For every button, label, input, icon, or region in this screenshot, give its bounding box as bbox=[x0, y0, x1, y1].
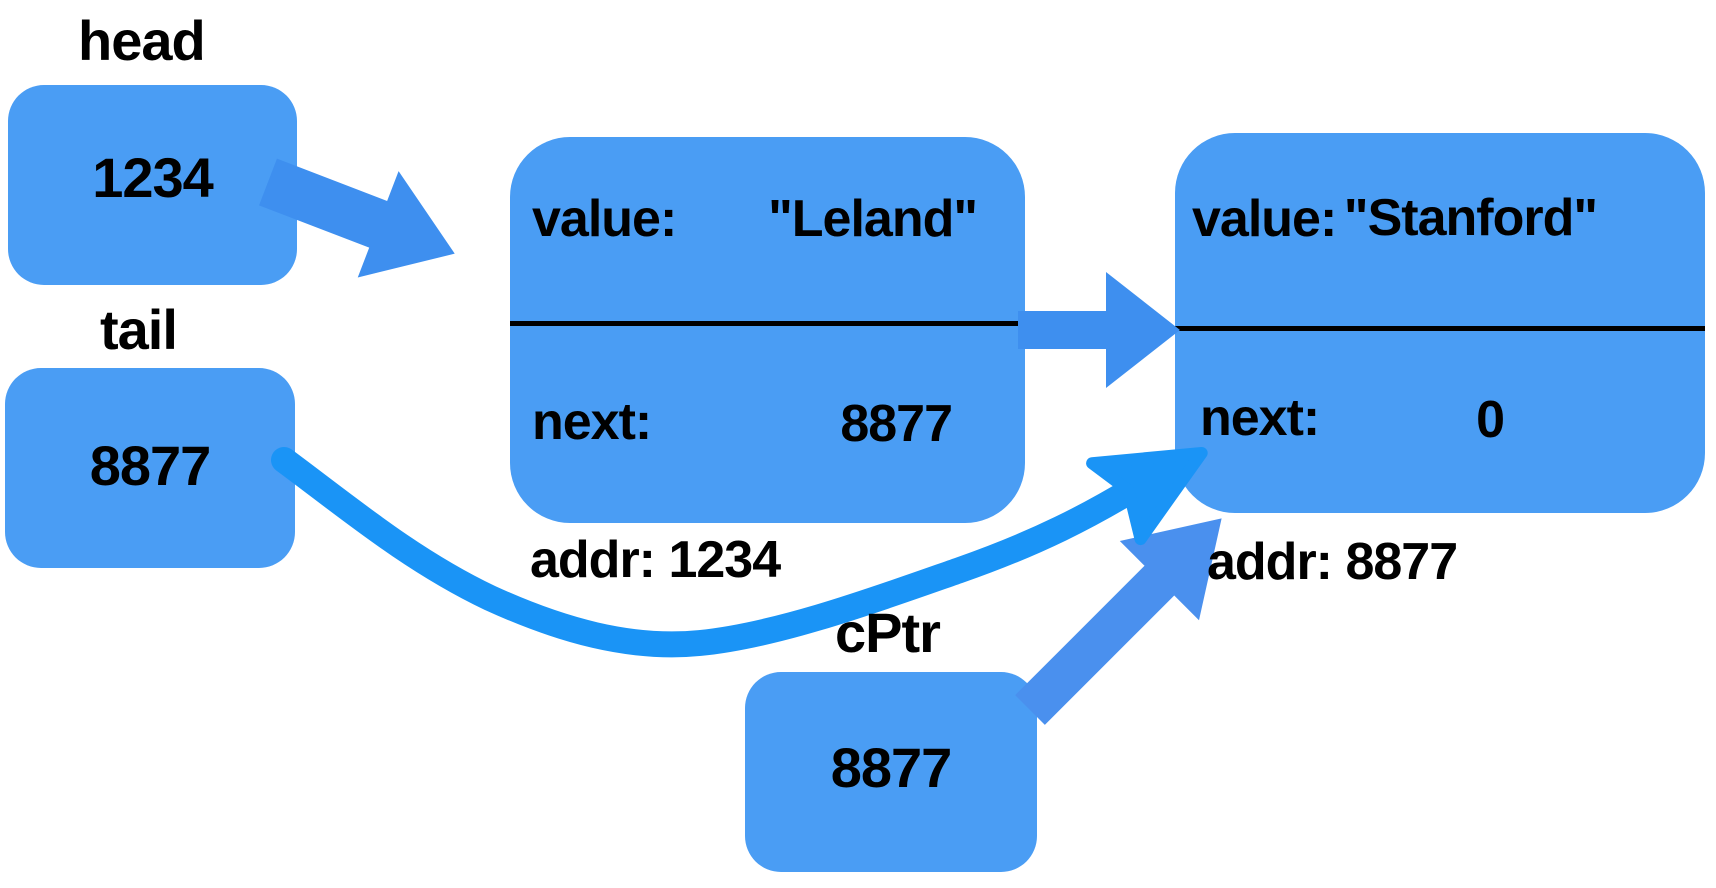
node-leland-value-label: value: bbox=[532, 190, 677, 248]
tail-value: 8877 bbox=[89, 434, 212, 497]
head-to-leland-arrow bbox=[259, 158, 455, 278]
cptr-label: cPtr bbox=[835, 601, 941, 664]
cptr-value: 8877 bbox=[830, 736, 953, 799]
node-leland-value: "Leland" bbox=[768, 190, 978, 248]
node-stanford-next-value: 0 bbox=[1476, 391, 1505, 449]
node-leland-divider bbox=[510, 321, 1025, 326]
node-stanford bbox=[1175, 133, 1705, 513]
tail-pointer-box bbox=[5, 368, 295, 568]
node-stanford-next-label: next: bbox=[1200, 389, 1320, 447]
node-leland-next-value: 8877 bbox=[840, 395, 953, 453]
node-leland bbox=[510, 137, 1025, 523]
cptr-to-stanford-arrow bbox=[1015, 518, 1222, 725]
cptr-pointer-box bbox=[745, 672, 1037, 872]
tail-label: tail bbox=[100, 298, 178, 361]
head-pointer-box bbox=[8, 85, 297, 285]
node-stanford-value: "Stanford" bbox=[1343, 189, 1598, 247]
leland-to-stanford-arrow bbox=[1018, 272, 1180, 388]
node-stanford-addr-caption: addr: 8877 bbox=[1207, 533, 1458, 591]
node-stanford-value-label: value: bbox=[1192, 190, 1337, 248]
head-label: head bbox=[78, 9, 206, 72]
tail-to-stanford-curve-arrow bbox=[271, 447, 1208, 658]
node-stanford-divider bbox=[1175, 326, 1705, 331]
node-leland-next-label: next: bbox=[532, 393, 652, 451]
node-leland-addr-caption: addr: 1234 bbox=[530, 531, 781, 589]
head-value: 1234 bbox=[92, 146, 214, 209]
